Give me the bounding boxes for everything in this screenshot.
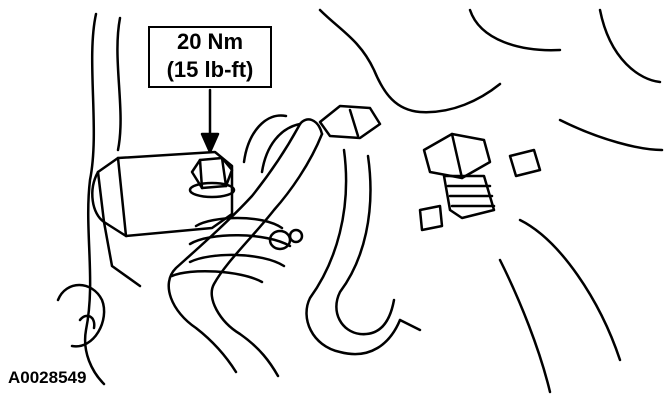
fitting-bracket xyxy=(96,150,234,238)
torque-imperial-label: (15 lb-ft) xyxy=(166,57,254,82)
figure-id-label: A0028549 xyxy=(8,368,87,387)
torque-callout-box: 20 Nm (15 lb-ft) xyxy=(148,26,272,88)
torque-bolt xyxy=(188,156,236,199)
hose-clamp xyxy=(170,216,304,284)
engine-block-left xyxy=(83,12,106,386)
drain-bolt xyxy=(422,132,496,220)
u-pipe xyxy=(305,148,402,356)
torque-metric-label: 20 Nm xyxy=(176,29,244,54)
coolant-hose xyxy=(167,122,302,374)
